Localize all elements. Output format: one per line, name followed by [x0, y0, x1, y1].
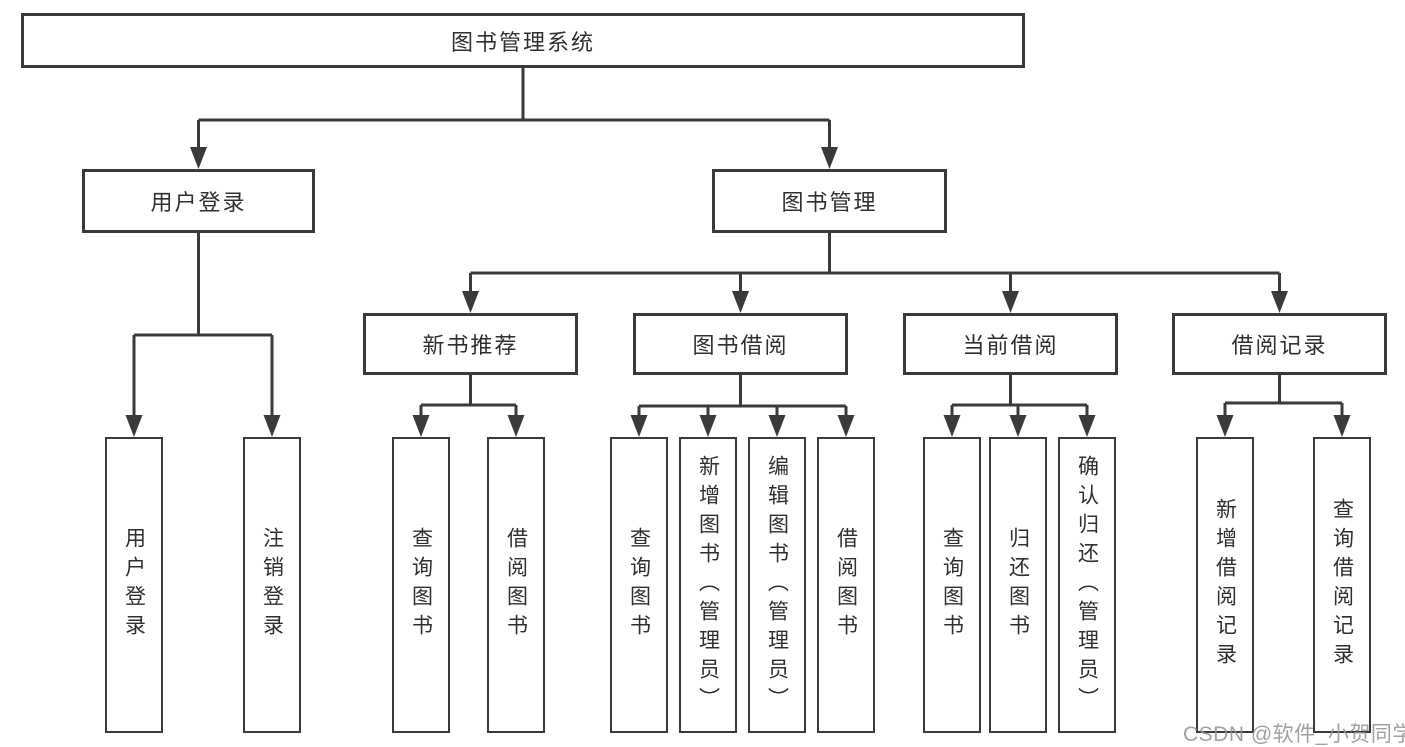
leaf-add-books-admin: 新增图书（管理员） [679, 437, 737, 733]
node-borrowing-records: 借阅记录 [1172, 313, 1387, 375]
leaf-borrow-books-recommend: 借阅图书 [487, 437, 545, 733]
connector-segments [132, 68, 1344, 418]
node-user-login: 用户登录 [82, 169, 315, 233]
leaf-query-books-current: 查询图书 [923, 437, 981, 733]
leaf-user-login: 用户登录 [105, 437, 163, 733]
leaf-borrow-books: 借阅图书 [817, 437, 875, 733]
leaf-query-borrow-record: 查询借阅记录 [1313, 437, 1371, 733]
leaf-confirm-return-admin: 确认归还（管理员） [1058, 437, 1116, 733]
leaf-edit-books-admin: 编辑图书（管理员） [748, 437, 806, 733]
connector-arrowheads [125, 147, 1351, 437]
node-current-borrowing: 当前借阅 [903, 313, 1118, 375]
leaf-query-books-recommend: 查询图书 [392, 437, 450, 733]
node-book-management: 图书管理 [712, 169, 947, 233]
node-library-management-system: 图书管理系统 [21, 13, 1025, 68]
node-book-borrowing: 图书借阅 [633, 313, 848, 375]
node-new-book-recommend: 新书推荐 [363, 313, 578, 375]
leaf-logout: 注销登录 [243, 437, 301, 733]
leaf-return-books: 归还图书 [989, 437, 1047, 733]
csdn-watermark: CSDN @软件_小贺同学 [1183, 723, 1405, 746]
leaf-add-borrow-record: 新增借阅记录 [1196, 437, 1254, 733]
leaf-query-books-borrow: 查询图书 [610, 437, 668, 733]
